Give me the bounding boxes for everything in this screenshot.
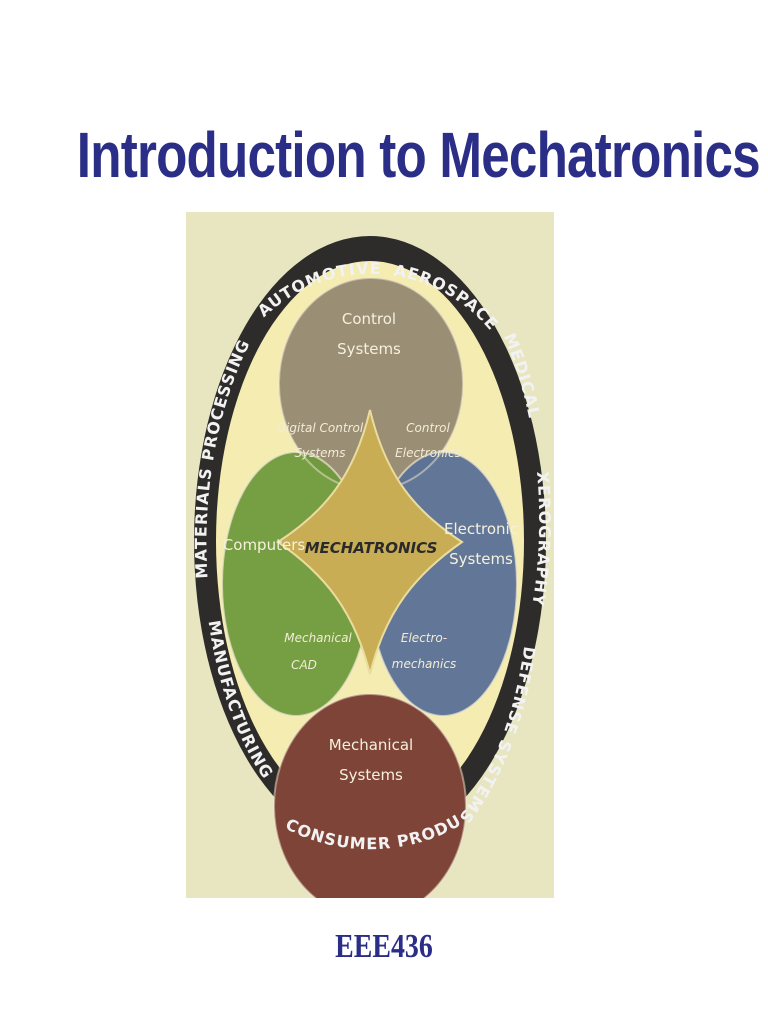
label-electromechanics-1: Electro-: [401, 631, 447, 645]
label-control-systems-2: Systems: [337, 340, 401, 358]
label-mechanical-systems-2: Systems: [339, 766, 403, 784]
course-code: EEE436: [335, 928, 433, 965]
label-electronic-systems-1: Electronic: [444, 520, 518, 538]
label-mechanical-cad-1: Mechanical: [284, 631, 352, 645]
mechatronics-core: [276, 409, 464, 675]
mechatronics-diagram: Control Systems Digital Control Systems …: [186, 212, 554, 898]
label-digital-control-1: Digital Control: [277, 421, 364, 435]
circle-mechanical-systems: [274, 694, 466, 898]
circle-control-systems: [279, 278, 463, 490]
label-control-electronics-1: Control: [406, 421, 450, 435]
label-mechatronics: MECHATRONICS: [305, 539, 438, 557]
label-mechanical-systems-1: Mechanical: [329, 736, 413, 754]
label-control-systems-1: Control: [342, 310, 396, 328]
label-electromechanics-2: mechanics: [392, 657, 456, 671]
label-electronic-systems-2: Systems: [449, 550, 513, 568]
label-computers: Computers: [223, 536, 306, 554]
label-digital-control-2: Systems: [295, 446, 346, 460]
mechatronics-venn-svg: Control Systems Digital Control Systems …: [186, 212, 554, 898]
slide-title: Introduction to Mechatronics: [76, 119, 761, 191]
label-control-electronics-2: Electronics: [395, 446, 461, 460]
label-mechanical-cad-2: CAD: [291, 658, 317, 672]
